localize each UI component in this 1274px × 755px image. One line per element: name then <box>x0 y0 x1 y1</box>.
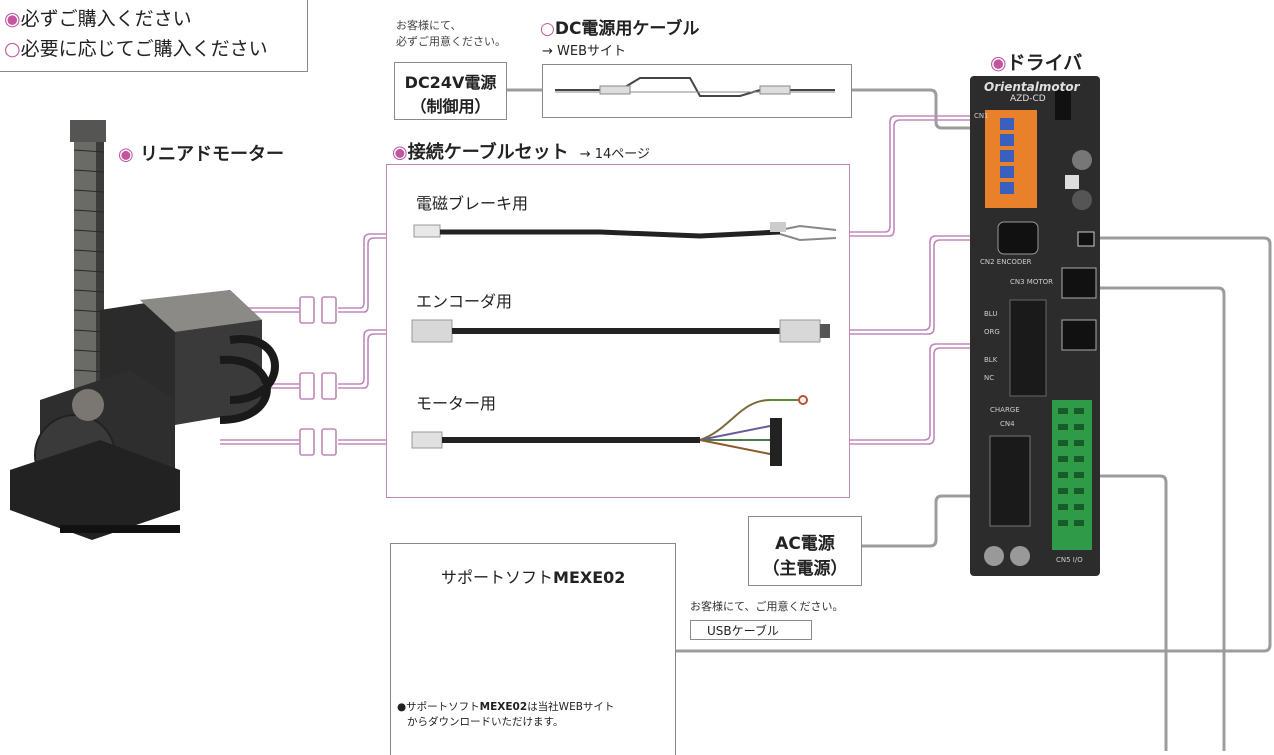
ac-power-title: AC電源 <box>775 534 835 554</box>
dc-cable-link[interactable]: → WEBサイト <box>542 44 627 59</box>
usb-label-box: USBケーブル <box>690 620 812 640</box>
dc-power-note: お客様にて、 必ずご用意ください。 <box>396 19 506 48</box>
driver-connector-cn3: CN3 MOTOR <box>1010 278 1054 286</box>
usb-label: USBケーブル <box>707 624 779 638</box>
driver-connector-cn2: CN2 ENCODER <box>980 258 1032 266</box>
cable-set-page-ref[interactable]: → 14ページ <box>579 147 651 162</box>
cable-item-brake: 電磁ブレーキ用 <box>416 194 529 213</box>
linear-motor-illustration <box>10 120 279 540</box>
motor-title: ◉ リニアドモーター <box>118 140 284 166</box>
legend-optional-text: 必要に応じてご購入ください <box>20 38 268 60</box>
ac-power-subtitle: （主電源） <box>762 559 848 579</box>
pink-connection-lines <box>220 115 1010 445</box>
software-note-prefix: ●サポートソフト <box>397 701 480 713</box>
gray-connection-lines <box>507 88 1272 751</box>
driver-connector-cn1: CN1 <box>974 112 989 120</box>
optional-marker-icon: ○ <box>540 19 555 39</box>
driver-unit-illustration <box>970 76 1100 576</box>
legend-optional: ○必要に応じてご購入ください <box>4 34 268 61</box>
driver-pin-org: ORG <box>984 328 1000 336</box>
dc-cable-title-text: DC電源用ケーブル <box>554 19 700 39</box>
driver-pin-blk: BLK <box>984 356 998 364</box>
software-title: サポートソフトMEXE02 <box>441 564 625 588</box>
driver-connector-charge: CHARGE <box>990 406 1020 414</box>
driver-title-text: ドライバ <box>1006 52 1083 74</box>
driver-pin-blu: BLU <box>984 310 998 318</box>
software-note-bold: MEXE02 <box>479 701 528 713</box>
dc-power-box: DC24V電源 （制御用） <box>394 62 507 120</box>
legend-box: ◉必ずご購入ください ○必要に応じてご購入ください <box>0 0 308 72</box>
cable-set-title: 接続ケーブルセット <box>407 142 569 163</box>
encoder-cable-illustration <box>411 319 830 343</box>
dc-cable-box <box>542 64 852 118</box>
legend-required-text: 必ずご購入ください <box>20 8 192 30</box>
dc-cable-title: ○DC電源用ケーブル <box>540 14 699 39</box>
software-note: ●サポートソフトMEXE02は当社WEBサイト からダウンロードいただけます。 <box>397 700 614 730</box>
driver-pin-nc: NC <box>984 374 995 382</box>
dc-cable-illustration <box>555 77 835 97</box>
brake-cable-illustration <box>413 222 837 242</box>
driver-brand: Orientalmotor <box>984 80 1080 94</box>
optional-marker-icon: ○ <box>4 38 21 60</box>
cable-set-header: ◉接続ケーブルセット → 14ページ <box>392 138 650 164</box>
driver-title: ◉ドライバ <box>990 48 1082 75</box>
dc-power-subtitle: （制御用） <box>410 97 491 116</box>
software-title-bold: MEXE02 <box>553 568 626 587</box>
required-marker-icon: ◉ <box>392 142 408 163</box>
required-marker-icon: ◉ <box>990 52 1007 74</box>
cable-item-encoder: エンコーダ用 <box>416 292 513 311</box>
driver-model: AZD-CD <box>1010 94 1046 104</box>
cable-item-motor: モーター用 <box>416 394 497 413</box>
required-marker-icon: ◉ <box>118 144 134 165</box>
driver-connector-cn4: CN4 <box>1000 420 1015 428</box>
cable-set-box <box>386 164 850 498</box>
driver-connector-cn5: CN5 I/O <box>1056 556 1083 564</box>
dc-power-title: DC24V電源 <box>404 73 497 92</box>
motor-title-text: リニアドモーター <box>140 144 284 165</box>
ac-power-box: AC電源 （主電源） <box>748 516 862 586</box>
software-box: サポートソフトMEXE02 ●サポートソフトMEXE02は当社WEBサイト から… <box>390 543 676 755</box>
connector-pairs <box>299 296 337 456</box>
software-note-line2: からダウンロードいただけます。 <box>407 716 564 728</box>
motor-cable-illustration <box>411 395 808 466</box>
legend-required: ◉必ずご購入ください <box>4 4 192 31</box>
usb-note: お客様にて、ご用意ください。 <box>690 600 844 613</box>
software-title-prefix: サポートソフト <box>441 568 554 587</box>
software-note-suffix: は当社WEBサイト <box>527 701 615 713</box>
required-marker-icon: ◉ <box>4 8 21 30</box>
